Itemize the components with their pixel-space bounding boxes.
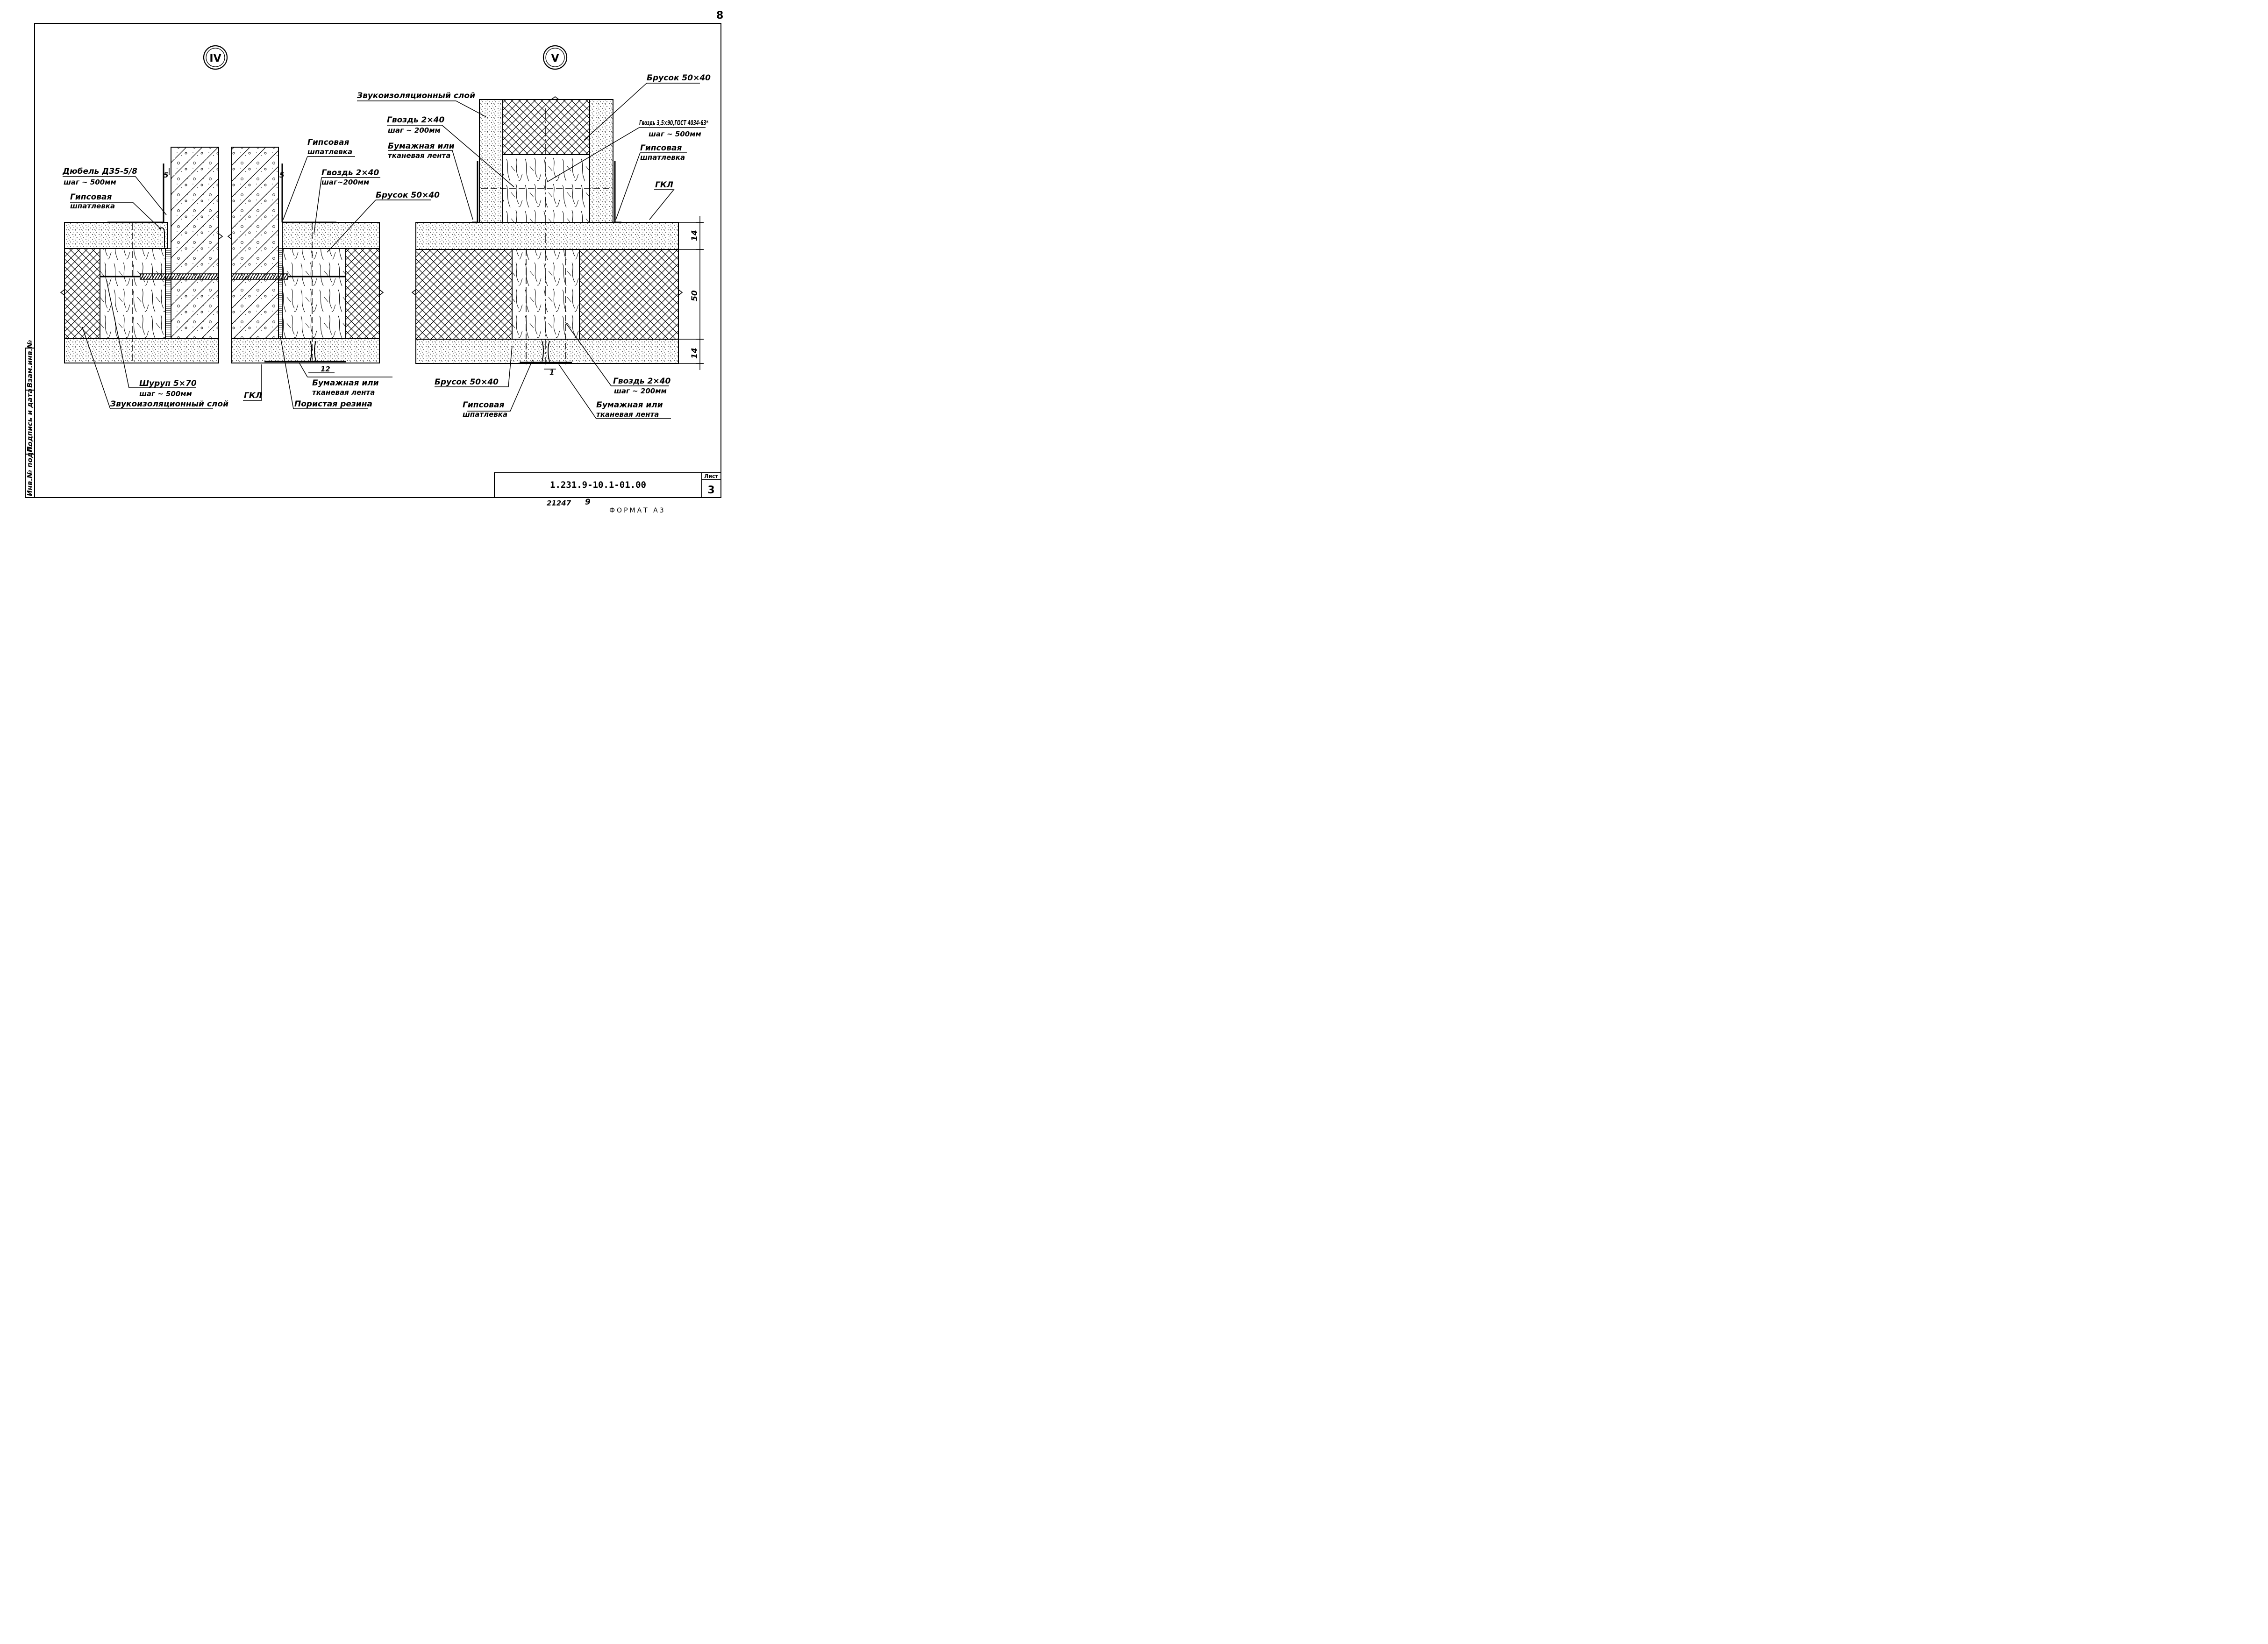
label-tape-v-bottom-2: тканевая лента: [596, 410, 659, 419]
insulation-right: [345, 248, 380, 339]
label-gypsum-putty-v-bottom: Гипсовая: [463, 400, 504, 410]
label-bar-iv: Брусок 50×40: [376, 191, 440, 200]
label-dim-1: 1: [549, 368, 554, 377]
label-gkl-v: ГКЛ: [655, 180, 673, 190]
footer-copy: 9: [585, 498, 591, 507]
sheet-border: [34, 23, 721, 498]
insulation-floor-right: [579, 249, 679, 340]
sheet-label: Лист: [704, 473, 718, 479]
gkl-vertical-left: [479, 99, 503, 223]
drawing-sheet: 8 IV: [25, 10, 723, 514]
gkl-vertical-right: [589, 99, 613, 223]
label-gypsum-putty-left: Гипсовая: [70, 192, 112, 202]
insulation-floor-left: [415, 249, 513, 340]
concrete-wall-left: [171, 147, 219, 339]
label-dim-5-right: 5: [279, 171, 284, 179]
detail-marker-iv: [203, 45, 228, 70]
dowel-right: [231, 273, 288, 280]
dim-14-top: 14: [690, 230, 699, 241]
label-bar-v-bottom: Брусок 50×40: [435, 377, 499, 387]
label-tape-v-bottom: Бумажная или: [596, 400, 663, 410]
label-nail-v-left: Гвоздь 2×40: [387, 115, 444, 125]
label-nail-v-right-step: шаг ~ 500мм: [649, 130, 701, 138]
label-dowel-step: шаг ~ 500мм: [64, 178, 116, 186]
label-screw-step: шаг ~ 500мм: [139, 390, 192, 398]
label-gypsum-putty-v-top-2: шпатлевка: [640, 153, 685, 162]
label-tape-iv: Бумажная или: [312, 378, 379, 388]
side-stamp: Инв.№ подл. Подпись и дата Взам.инв.№: [25, 340, 35, 498]
label-rubber: Пористая резина: [294, 399, 372, 409]
label-gypsum-putty-v-bottom-2: шпатлевка: [463, 410, 507, 419]
dim-50: 50: [690, 290, 699, 301]
label-tape-iv-2: тканевая лента: [312, 388, 375, 397]
side-stamp-inventory: Инв.№ подл.: [26, 444, 34, 496]
dowel-left: [140, 273, 219, 280]
label-dim-5-left: 5: [164, 171, 168, 179]
doc-code: 1.231.9-10.1-01.00: [550, 480, 646, 490]
label-dim-12: 12: [321, 365, 330, 373]
title-block: 1.231.9-10.1-01.00 Лист 3: [494, 472, 721, 498]
sheet-number: 3: [707, 484, 714, 496]
dim-14-bottom: 14: [690, 348, 699, 359]
page-number: 8: [716, 10, 723, 21]
label-dowel: Дюбель Д35-5/8: [62, 167, 137, 176]
label-sound-layer-iv: Звукоизоляционный слой: [110, 399, 228, 409]
label-tape-v-top-2: тканевая лента: [388, 151, 450, 160]
detail-iv: IV: [60, 45, 440, 409]
gkl-board-top-left: [64, 222, 168, 249]
label-nail-v-bottom-step: шаг ~ 200мм: [614, 387, 667, 395]
label-nail-v-left-step: шаг ~ 200мм: [388, 126, 441, 135]
label-tape-v-top: Бумажная или: [388, 142, 455, 151]
side-stamp-signature: Подпись и дата: [26, 389, 34, 452]
side-stamp-replace: Взам.инв.№: [26, 340, 34, 388]
detail-v: V: [357, 45, 711, 419]
label-nail-iv: Гвоздь 2×40: [321, 168, 379, 178]
label-nail-v-right: Гвоздь 3,5×90,ГОСТ 4034-63*: [639, 119, 708, 127]
label-sound-layer-v: Звукоизоляционный слой: [357, 91, 475, 100]
gkl-floor-bottom: [415, 339, 679, 364]
porous-rubber-left: [165, 248, 171, 339]
label-gkl-iv: ГКЛ: [244, 391, 262, 400]
label-gypsum-putty-left-2: шпатлевка: [70, 202, 115, 210]
detail-marker-v-text: V: [551, 53, 559, 64]
concrete-wall-right: [231, 147, 279, 339]
gkl-board-top-right: [282, 222, 380, 249]
detail-marker-iv-text: IV: [209, 53, 221, 64]
footer-inventory: 21247: [547, 499, 571, 507]
insulation-vertical: [502, 99, 590, 155]
label-gypsum-putty-right: Гипсовая: [307, 138, 349, 147]
detail-marker-v: [542, 45, 568, 70]
gkl-floor-top: [415, 222, 679, 250]
porous-rubber-right: [278, 248, 283, 339]
label-gypsum-putty-right-2: шпатлевка: [307, 148, 352, 156]
insulation-left: [64, 248, 100, 339]
label-nail-v-bottom: Гвоздь 2×40: [613, 377, 670, 386]
footer-format: ФОРМАТ А3: [609, 507, 666, 514]
label-screw: Шуруп 5×70: [139, 379, 197, 388]
label-gypsum-putty-v-top: Гипсовая: [640, 143, 682, 153]
label-nail-iv-step: шаг~200мм: [321, 178, 369, 186]
wood-bar-right: [282, 248, 346, 339]
gkl-board-bottom-right: [231, 338, 380, 363]
label-bar-v-top: Брусок 50×40: [647, 73, 711, 83]
